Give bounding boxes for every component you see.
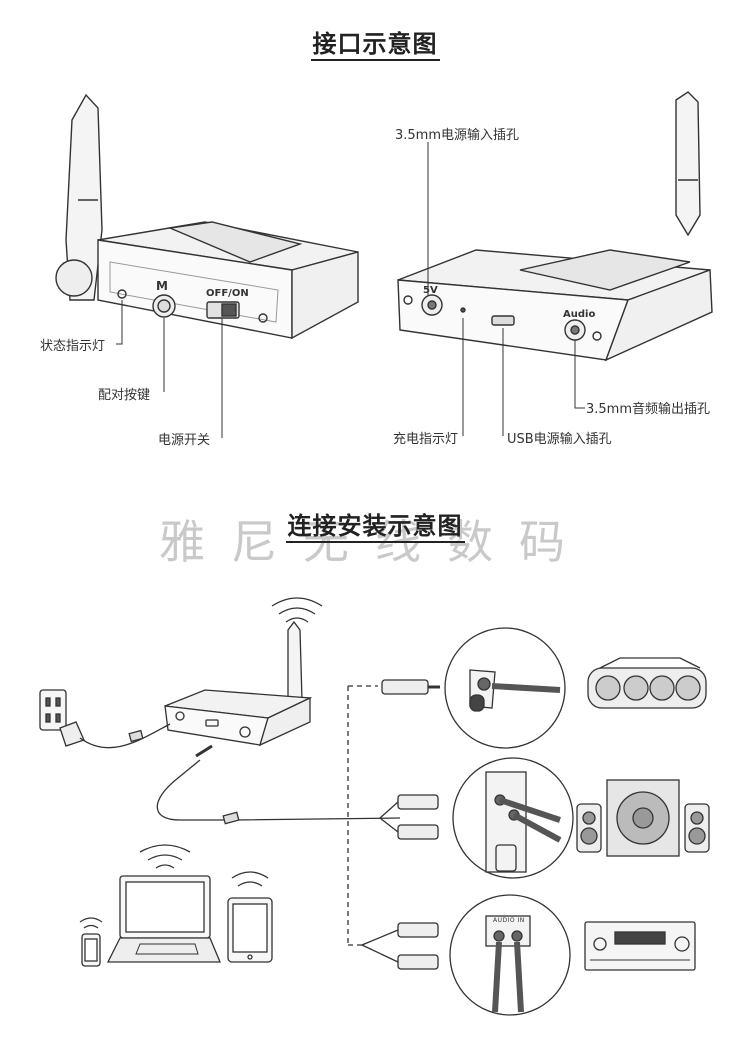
pairing-button-callout: 配对按键 (98, 388, 151, 403)
charge-led-callout: 充电指示灯 (393, 432, 459, 447)
speaker-system (576, 779, 710, 857)
connection-diagram-title: 连接安装示意图 (0, 506, 750, 543)
audio-port-label: Audio (563, 309, 596, 320)
audio-in-panel-label: AUDIO IN (493, 917, 525, 924)
interface-diagram-title: 接口示意图 (0, 24, 750, 61)
watermark: 雅尼无线数码 (159, 515, 591, 569)
wireless-signal-icon (271, 597, 323, 623)
phone (81, 933, 101, 967)
laptop (106, 875, 221, 963)
interface-diagram (55, 91, 713, 438)
status-led-callout: 状态指示灯 (40, 339, 106, 354)
power-switch-label: OFF/ON (206, 288, 249, 299)
power-port-label: 5V (423, 285, 438, 296)
pairing-button-label: M (156, 279, 168, 293)
power-input-jack-callout: 3.5mm电源输入插孔 (395, 128, 520, 143)
audio-output-jack-callout: 3.5mm音频输出插孔 (586, 402, 711, 417)
tablet (227, 897, 273, 963)
usb-power-input-callout: USB电源输入插孔 (507, 432, 612, 447)
boombox-speaker (587, 657, 707, 709)
av-receiver (584, 921, 696, 971)
power-switch-callout: 电源开关 (158, 433, 211, 448)
